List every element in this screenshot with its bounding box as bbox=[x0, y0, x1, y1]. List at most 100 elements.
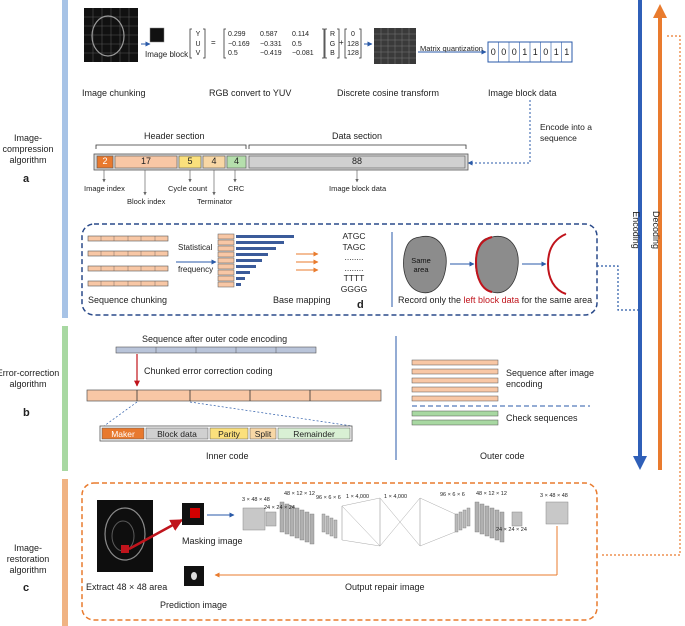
letter-b: b bbox=[23, 407, 30, 419]
outer-code-sequences bbox=[411, 359, 499, 402]
label-image-block-data: Image block data bbox=[488, 88, 557, 98]
decoding-arrowhead bbox=[653, 4, 667, 18]
header-section-label: Header section bbox=[144, 131, 205, 141]
seg-value-cycle-count: 5 bbox=[187, 156, 193, 166]
inner-seg-split-label: Split bbox=[254, 429, 272, 439]
seg-value-image-index: 2 bbox=[102, 156, 108, 166]
label-chunked-ecc: Chunked error correction coding bbox=[144, 366, 273, 376]
dim-1x4000-b: 1 × 4,000 bbox=[384, 494, 408, 500]
inner-seg-remainder-label: Remainder bbox=[293, 429, 335, 439]
letter-a: a bbox=[23, 173, 30, 185]
label-crc: CRC bbox=[228, 184, 245, 193]
left-boundary-curve bbox=[546, 233, 567, 295]
equals-sign: = bbox=[211, 38, 216, 47]
record-only-note: Record only the left block data for the … bbox=[398, 295, 593, 305]
label-inner-code: Inner code bbox=[206, 451, 249, 461]
seg-crc bbox=[226, 155, 247, 169]
image-block-label: Image block bbox=[145, 50, 189, 59]
seg-split bbox=[249, 427, 277, 440]
seg-value-terminator: 4 bbox=[211, 156, 217, 166]
side-label-b: Error-correction algorithm bbox=[0, 368, 60, 389]
same-area-label: Same area bbox=[411, 256, 431, 274]
seg-image-block-data bbox=[248, 155, 466, 169]
seg-value-block-index: 17 bbox=[140, 156, 151, 166]
dim-3x48x48-in: 3 × 48 × 48 bbox=[242, 497, 270, 503]
label-rgb-yuv: RGB convert to YUV bbox=[209, 88, 292, 98]
chunked-bar bbox=[86, 389, 382, 402]
label-frequency: frequency bbox=[178, 265, 214, 274]
label-base-mapping: Base mapping bbox=[273, 295, 331, 305]
label-image-block-data-field: Image block data bbox=[329, 184, 387, 193]
label-outer-code: Outer code bbox=[480, 451, 525, 461]
inner-seg-parity-label: Parity bbox=[218, 429, 240, 439]
dim-24x24x24-out: 24 × 24 × 24 bbox=[496, 527, 527, 533]
seg-value-data: 88 bbox=[351, 156, 362, 166]
frequency-bars bbox=[236, 235, 294, 286]
mapping-arrows bbox=[296, 251, 319, 273]
dim-96x6x6-out: 96 × 6 × 6 bbox=[440, 492, 465, 498]
label-dct: Discrete cosine transform bbox=[337, 88, 440, 98]
decoding-dotted-link bbox=[600, 35, 681, 556]
dim-3x48x48-out: 3 × 48 × 48 bbox=[540, 493, 568, 499]
inner-seg-block-data-label: Block data bbox=[157, 429, 197, 439]
label-extract-area: Extract 48 × 48 area bbox=[86, 582, 168, 592]
label-masking-image: Masking image bbox=[182, 536, 243, 546]
section-d-dotted-link bbox=[597, 265, 640, 311]
section-bar-a bbox=[62, 0, 68, 318]
label-block-index: Block index bbox=[127, 197, 166, 206]
dim-48x12x12-in: 48 × 12 × 12 bbox=[284, 491, 315, 497]
data-section-label: Data section bbox=[332, 131, 383, 141]
dim-48x12x12-out: 48 × 12 × 12 bbox=[476, 491, 507, 497]
image-block-thumbnail bbox=[149, 27, 165, 43]
dim-96x6x6-in: 96 × 6 × 6 bbox=[316, 495, 341, 501]
seg-maker bbox=[101, 427, 145, 440]
side-label-c: Image-restoration algorithm bbox=[6, 543, 50, 575]
seg-parity bbox=[209, 427, 249, 440]
label-seq-after-image: Sequence after image encoding bbox=[506, 368, 595, 389]
label-cycle-count: Cycle count bbox=[168, 184, 208, 193]
letter-c: c bbox=[23, 582, 30, 594]
bit-sequence bbox=[487, 41, 573, 63]
label-prediction-image: Prediction image bbox=[160, 600, 228, 610]
seg-block-index bbox=[114, 155, 178, 169]
encoding-arrowhead bbox=[633, 456, 647, 470]
label-check-sequences: Check sequences bbox=[506, 413, 578, 423]
section-bar-b bbox=[62, 326, 68, 471]
inner-seg-maker-label: Maker bbox=[111, 429, 135, 439]
label-statistical: Statistical bbox=[178, 243, 213, 252]
label-seq-after-outer: Sequence after outer code encoding bbox=[142, 334, 288, 344]
label-matrix-quantization: Matrix quantization bbox=[420, 44, 483, 53]
same-area-shape bbox=[403, 235, 447, 294]
seg-value-crc: 4 bbox=[233, 156, 239, 166]
dim-24x24x24-in: 24 × 24 × 24 bbox=[264, 505, 295, 511]
letter-d: d bbox=[357, 299, 364, 311]
section-d-box bbox=[81, 223, 598, 316]
label-output-repair: Output repair image bbox=[345, 582, 425, 592]
label-encoding: Encoding bbox=[631, 211, 641, 249]
label-sequence-chunking: Sequence chunking bbox=[88, 295, 168, 305]
label-image-chunking: Image chunking bbox=[82, 88, 146, 98]
seg-image-index bbox=[96, 155, 114, 169]
chunk-stack bbox=[217, 233, 235, 288]
label-terminator: Terminator bbox=[197, 197, 233, 206]
label-image-index: Image index bbox=[84, 184, 125, 193]
label-encode-into: Encode into a sequence bbox=[540, 122, 592, 143]
label-decoding: Decoding bbox=[651, 210, 661, 250]
sequence-chunking-bars bbox=[87, 235, 169, 287]
seg-block-data bbox=[145, 427, 209, 440]
section-bar-c bbox=[62, 479, 68, 626]
check-sequences bbox=[411, 410, 499, 426]
network-blocks bbox=[242, 497, 569, 547]
seg-terminator bbox=[202, 155, 226, 169]
seg-cycle-count bbox=[178, 155, 202, 169]
dim-1x4000-a: 1 × 4,000 bbox=[346, 494, 370, 500]
side-label-a: Image-compression algorithm bbox=[2, 133, 54, 165]
